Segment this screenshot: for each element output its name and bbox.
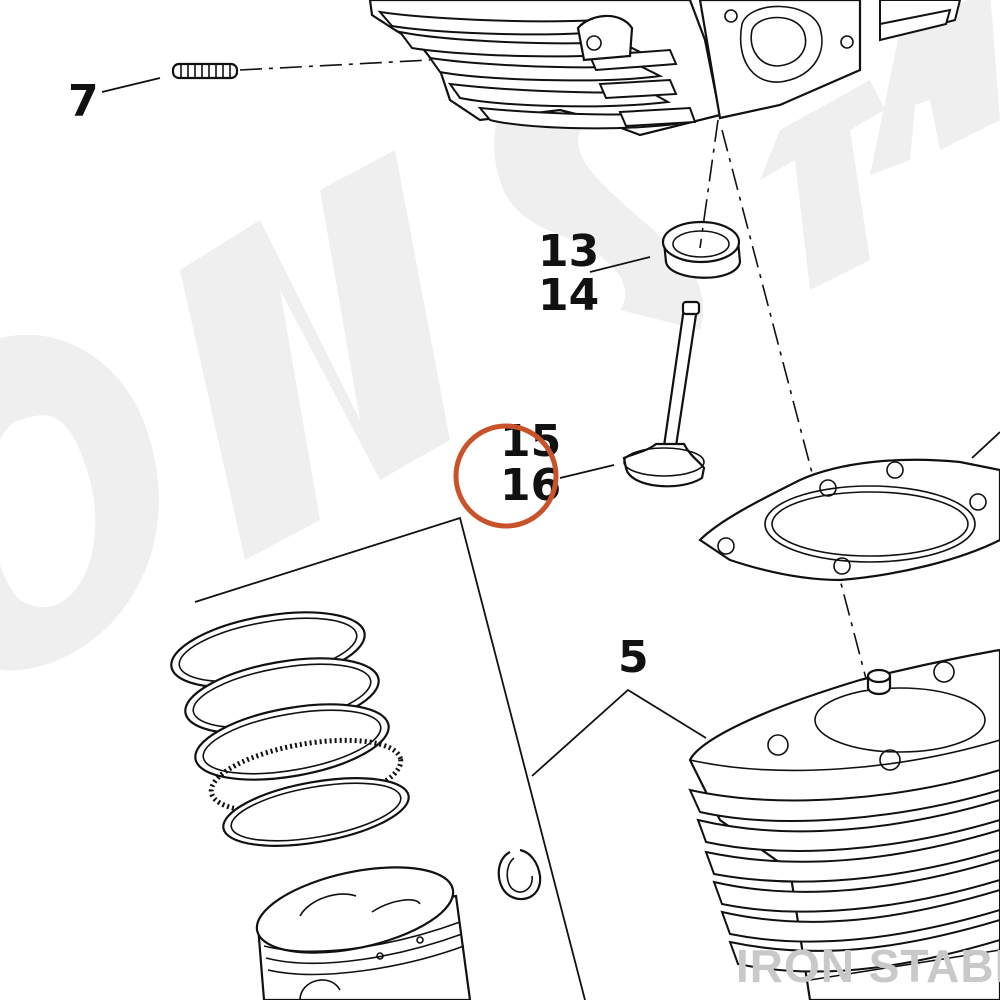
highlight-circle [453,423,559,529]
leader-line-offpage [971,431,1000,459]
leader-line-7 [101,77,161,93]
footer-watermark: IRON STABLE [736,940,1000,992]
callout-16: 16 [500,460,561,511]
leader-line-5 [531,688,707,777]
piston-kit-bracket [194,516,586,1000]
diagonal-watermark [0,0,1000,671]
callout-13: 13 [538,226,599,277]
callout-14: 14 [538,270,599,321]
cylinder-head [368,0,962,137]
assembly-axis [699,119,891,771]
leader-line-15-16 [559,464,615,479]
head-gasket [698,458,1000,582]
callout-7: 7 [68,76,99,127]
callout-5: 5 [618,632,649,683]
valve-seal [661,220,742,279]
valve [622,300,706,488]
piston-rings [170,611,410,847]
cylinder [688,648,1000,1000]
piston [255,866,472,1000]
stud [171,59,431,80]
leader-line-13-14 [589,256,651,273]
circlip [497,848,542,901]
